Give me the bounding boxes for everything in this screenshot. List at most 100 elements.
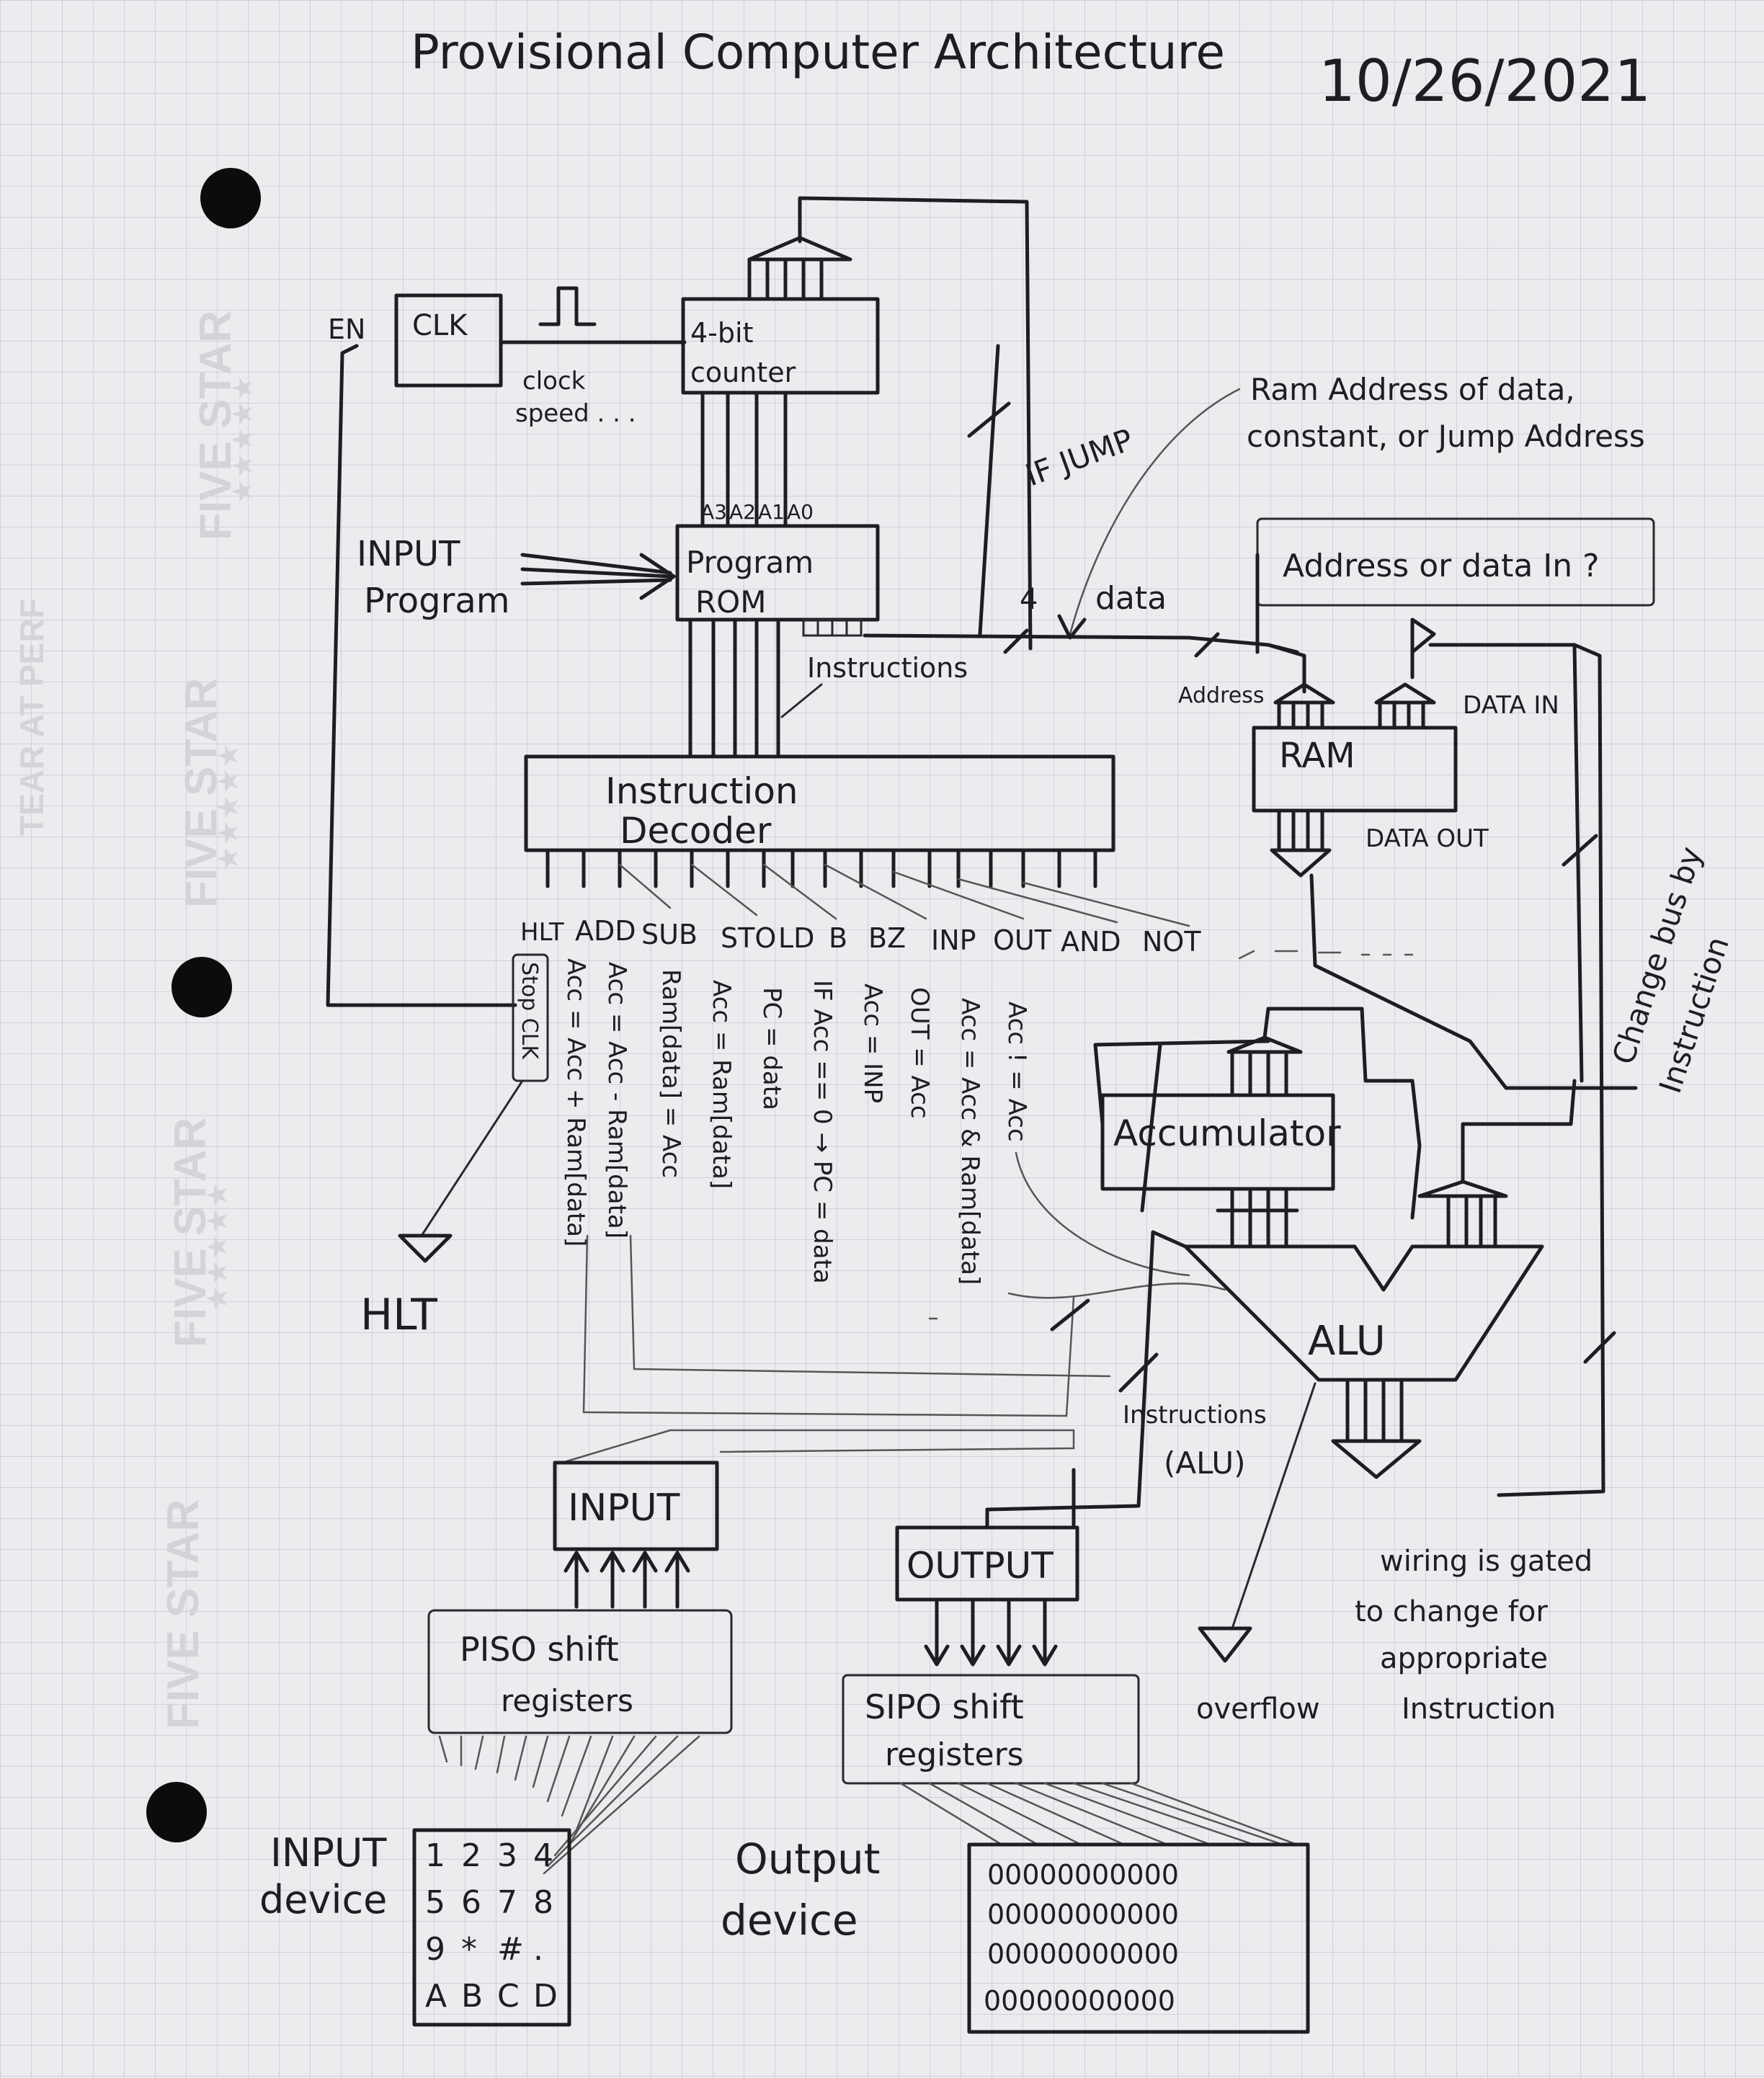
key-c[interactable]: C [497,1978,520,2015]
semantics-out: OUT = Acc [905,987,934,1119]
key-a[interactable]: A [425,1978,447,2015]
binder-hole-1 [200,168,261,228]
counter-input-tristate [749,238,850,299]
accumulator-input-tristate [1229,1038,1301,1095]
watermark-perf: TEAR AT PERF [13,598,50,836]
alu-bus-slash [1121,1355,1157,1391]
keypad-keys: 1 2 3 4 5 6 7 8 9 * # . A B C D [425,1837,558,2015]
semantics-bz: IF Acc == 0 → PC = data [808,980,837,1284]
rom-to-decoder-bus [690,620,778,757]
input-program-line1: INPUT [357,534,460,574]
watermark-stars-2: ★★★★★ [212,743,245,872]
rom-data-tristate [803,620,861,636]
pin-a3: A3 [700,500,727,524]
key-5[interactable]: 5 [425,1884,445,1921]
key-star[interactable]: * [461,1931,477,1968]
output-device-line1: Output [735,1834,880,1883]
rom-label-line2: ROM [695,584,766,620]
page-title: Provisional Computer Architecture [411,24,1225,80]
op-bz: BZ [868,922,906,954]
decoder-output-pins [548,850,1095,886]
decoder-control-wires [584,1153,1225,1416]
semantics-sto: Ram[data] = Acc [656,969,685,1178]
gating-note-line3: appropriate [1380,1642,1548,1675]
ram-to-alu-tristate [1420,1081,1574,1247]
gating-note-line2: to change for [1355,1595,1548,1628]
clock-speed-line1: clock [522,367,586,396]
alu-instructions-line1: Instructions [1123,1401,1267,1430]
piso-label-line1: PISO shift [460,1630,619,1669]
key-7[interactable]: 7 [497,1884,517,1921]
piso-to-input-arrows [566,1553,688,1607]
key-2[interactable]: 2 [461,1837,481,1874]
ram-data-out-bus [1272,811,1329,875]
key-b[interactable]: B [461,1978,483,2015]
alu-label: ALU [1308,1318,1386,1365]
key-d[interactable]: D [533,1978,558,2015]
alu-to-output-wire [987,1232,1185,1528]
watermark-brand-4: FIVE STAR [159,1499,208,1729]
op-ld: LD [778,922,814,954]
clock-pulse-icon [540,288,594,324]
enable-feedback-wire [328,346,515,1005]
clock-label: CLK [412,309,468,342]
op-not: NOT [1142,926,1201,958]
key-4[interactable]: 4 [533,1837,553,1874]
led-row-4: 00000000000 [984,1985,1175,2017]
key-dot[interactable]: . [533,1931,543,1968]
input-program-arrow [522,555,674,598]
gating-note-line1: wiring is gated [1380,1545,1592,1578]
rom-label-line1: Program [686,545,814,580]
overflow-label: overflow [1196,1693,1320,1726]
output-to-sipo-arrows [926,1600,1056,1664]
binder-hole-2 [172,957,232,1017]
led-row-3: 00000000000 [987,1938,1179,1970]
alu-instructions-line2: (ALU) [1164,1445,1246,1481]
if-jump-label: IF JUMP [1021,422,1138,493]
bus-note-line2: constant, or Jump Address [1247,419,1645,454]
decoder-fanout-wires [620,865,1189,926]
ram-data-out-label: DATA OUT [1366,824,1489,853]
binder-hole-3 [146,1782,207,1842]
gating-note-line4: Instruction [1402,1693,1556,1726]
led-display-rows: 00000000000 00000000000 00000000000 0000… [984,1859,1179,2017]
key-9[interactable]: 9 [425,1931,445,1968]
ram-address-label: Address [1178,683,1264,708]
bus-note-line1: Ram Address of data, [1250,372,1575,407]
semantics-not: Acc ! = Acc [1002,1002,1031,1142]
key-6[interactable]: 6 [461,1884,481,1921]
semantics-inp: Acc = INP [858,984,887,1103]
op-add: ADD [575,915,636,947]
input-label: INPUT [568,1486,680,1530]
hlt-output-label: HLT [360,1290,437,1340]
watermark-stars-3: ★★★★★ [201,1182,234,1311]
bus-width-label: 4 [1020,583,1038,616]
key-hash[interactable]: # [497,1931,524,1968]
key-8[interactable]: 8 [533,1884,553,1921]
watermark-group: FIVE STAR FIVE STAR FIVE STAR FIVE STAR … [13,311,259,1729]
input-device-line1: INPUT [270,1830,387,1876]
page-date: 10/26/2021 [1319,48,1651,115]
return-bus-slash-1 [1564,836,1596,865]
stop-clk-label: Stop CLK [517,962,542,1060]
semantics-sub: Acc = Acc - Ram[data] [602,962,631,1239]
instructions-bus-label: Instructions [807,652,968,684]
key-3[interactable]: 3 [497,1837,517,1874]
key-1[interactable]: 1 [425,1837,445,1874]
clock-speed-line2: speed . . . [515,399,636,428]
jump-bus-loop [800,198,1030,648]
instructions-pointer [782,685,821,717]
decoder-label-line2: Decoder [620,810,772,852]
piso-label-line2: registers [501,1683,633,1718]
output-bus-slash [1052,1301,1088,1329]
change-bus-wire [1499,645,1603,1495]
return-bus-slash-2 [1585,1333,1614,1362]
pin-a0: A0 [787,500,814,524]
overflow-arrow-icon [1200,1628,1250,1661]
jump-bus-slash [969,403,1009,436]
semantics-add: Acc = Acc + Ram[data] [561,958,590,1247]
dashed-trace [1239,951,1412,958]
address-or-data-question: Address or data In ? [1283,548,1600,584]
